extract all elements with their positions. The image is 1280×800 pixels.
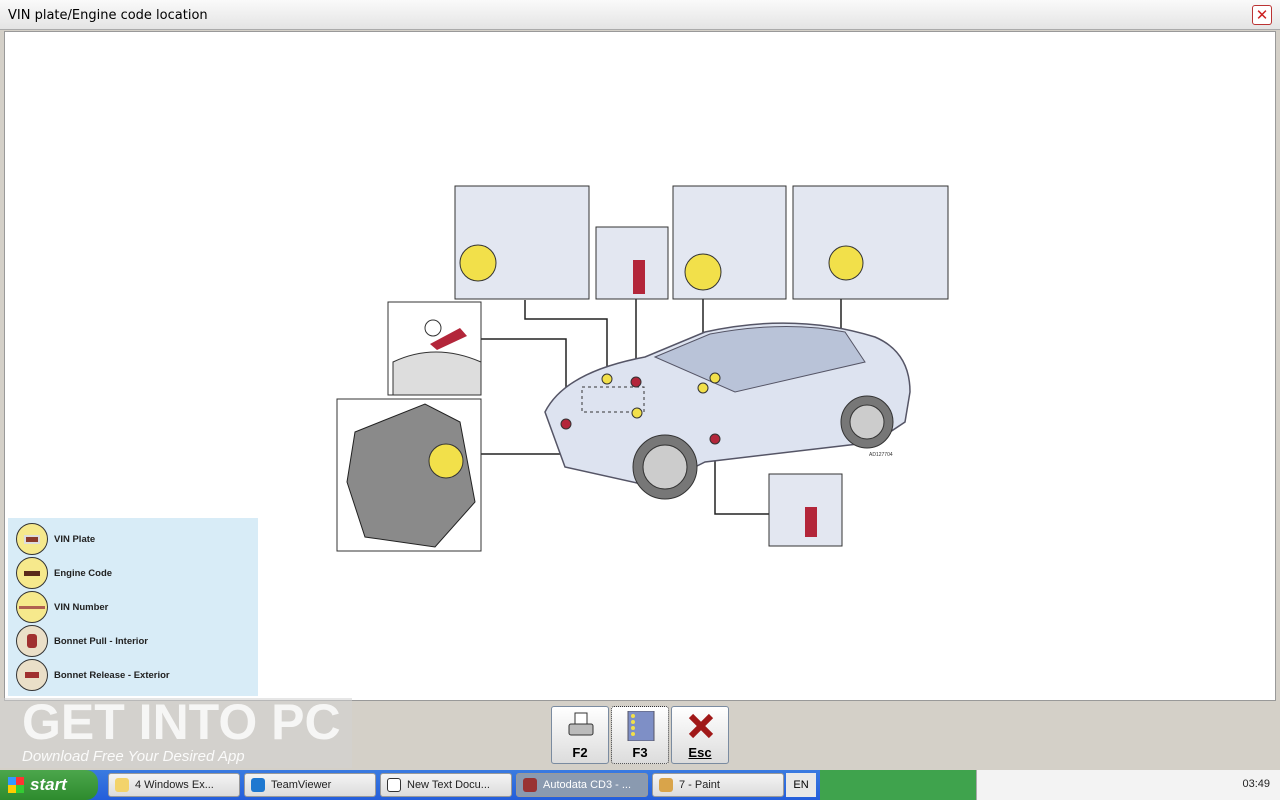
legend-panel: VIN Plate Engine Code VIN Number Bonnet … [8, 518, 258, 696]
legend-item-vin-plate: VIN Plate [16, 522, 95, 556]
notepad-icon [387, 778, 401, 792]
marker [560, 418, 572, 430]
vin-number-marker [459, 244, 497, 282]
callout-bonnet-pull [595, 226, 669, 300]
legend-button[interactable]: F3 [611, 706, 669, 764]
car-windows [653, 326, 866, 393]
title-bar: VIN plate/Engine code location ✕ [0, 0, 1280, 30]
leader-line [524, 300, 608, 379]
marker [631, 407, 643, 419]
red-x-icon [688, 713, 714, 739]
task-paint[interactable]: 7 - Paint [652, 773, 784, 797]
bonnet-outline [581, 386, 645, 413]
engine-code-icon [16, 557, 48, 589]
watermark: GET INTO PC Download Free Your Desired A… [0, 694, 352, 768]
paint-icon [659, 778, 673, 792]
marker [601, 373, 613, 385]
engine-code-marker [428, 443, 464, 479]
vin-number-icon [16, 591, 48, 623]
escape-button[interactable]: Esc [671, 706, 729, 764]
printer-icon [568, 712, 594, 736]
bonnet-release-arrow [430, 328, 467, 350]
bonnet-pull-icon [16, 625, 48, 657]
legend-item-vin-number: VIN Number [16, 590, 108, 624]
callout-door-pillar [792, 185, 949, 300]
task-teamviewer[interactable]: TeamViewer [244, 773, 376, 797]
legend-item-bonnet-pull: Bonnet Pull - Interior [16, 624, 148, 658]
legend-item-bonnet-release: Bonnet Release - Exterior [16, 658, 170, 692]
marker [630, 376, 642, 388]
system-tray: 03:49 [976, 770, 1280, 800]
close-button[interactable]: ✕ [1252, 5, 1272, 25]
marker [697, 382, 709, 394]
language-indicator[interactable]: EN [786, 773, 816, 797]
vin-number-marker [684, 253, 722, 291]
taskbar: start 4 Windows Ex... TeamViewer New Tex… [0, 770, 1280, 800]
quick-launch-tray[interactable] [820, 770, 976, 800]
folder-icon [115, 778, 129, 792]
task-autodata[interactable]: Autodata CD3 - ... [516, 773, 648, 797]
vin-plate-icon [16, 523, 48, 555]
badge [424, 319, 442, 337]
vin-plate-marker [828, 245, 864, 281]
callout-bonnet [454, 185, 590, 300]
teamviewer-icon [251, 778, 265, 792]
leader-line [714, 439, 769, 515]
print-button[interactable]: F2 [551, 706, 609, 764]
clock[interactable]: 03:49 [1242, 778, 1270, 790]
marker [709, 433, 721, 445]
bonnet-pull-handle [633, 260, 645, 294]
vehicle-diagram: AD127704 [336, 185, 949, 552]
autodata-icon [523, 778, 537, 792]
legend-item-engine-code: Engine Code [16, 556, 112, 590]
window-title: VIN plate/Engine code location [8, 8, 208, 23]
engine-block [346, 403, 476, 548]
start-button[interactable]: start [0, 770, 98, 800]
bonnet-pull-handle [805, 507, 817, 537]
bonnet-release-icon [16, 659, 48, 691]
task-notepad[interactable]: New Text Docu... [380, 773, 512, 797]
diagram-reference: AD127704 [869, 452, 893, 458]
marker [709, 372, 721, 384]
task-windows-explorer[interactable]: 4 Windows Ex... [108, 773, 240, 797]
legend-list-icon [627, 711, 655, 741]
windows-logo-icon [8, 777, 24, 793]
grille [392, 351, 482, 396]
